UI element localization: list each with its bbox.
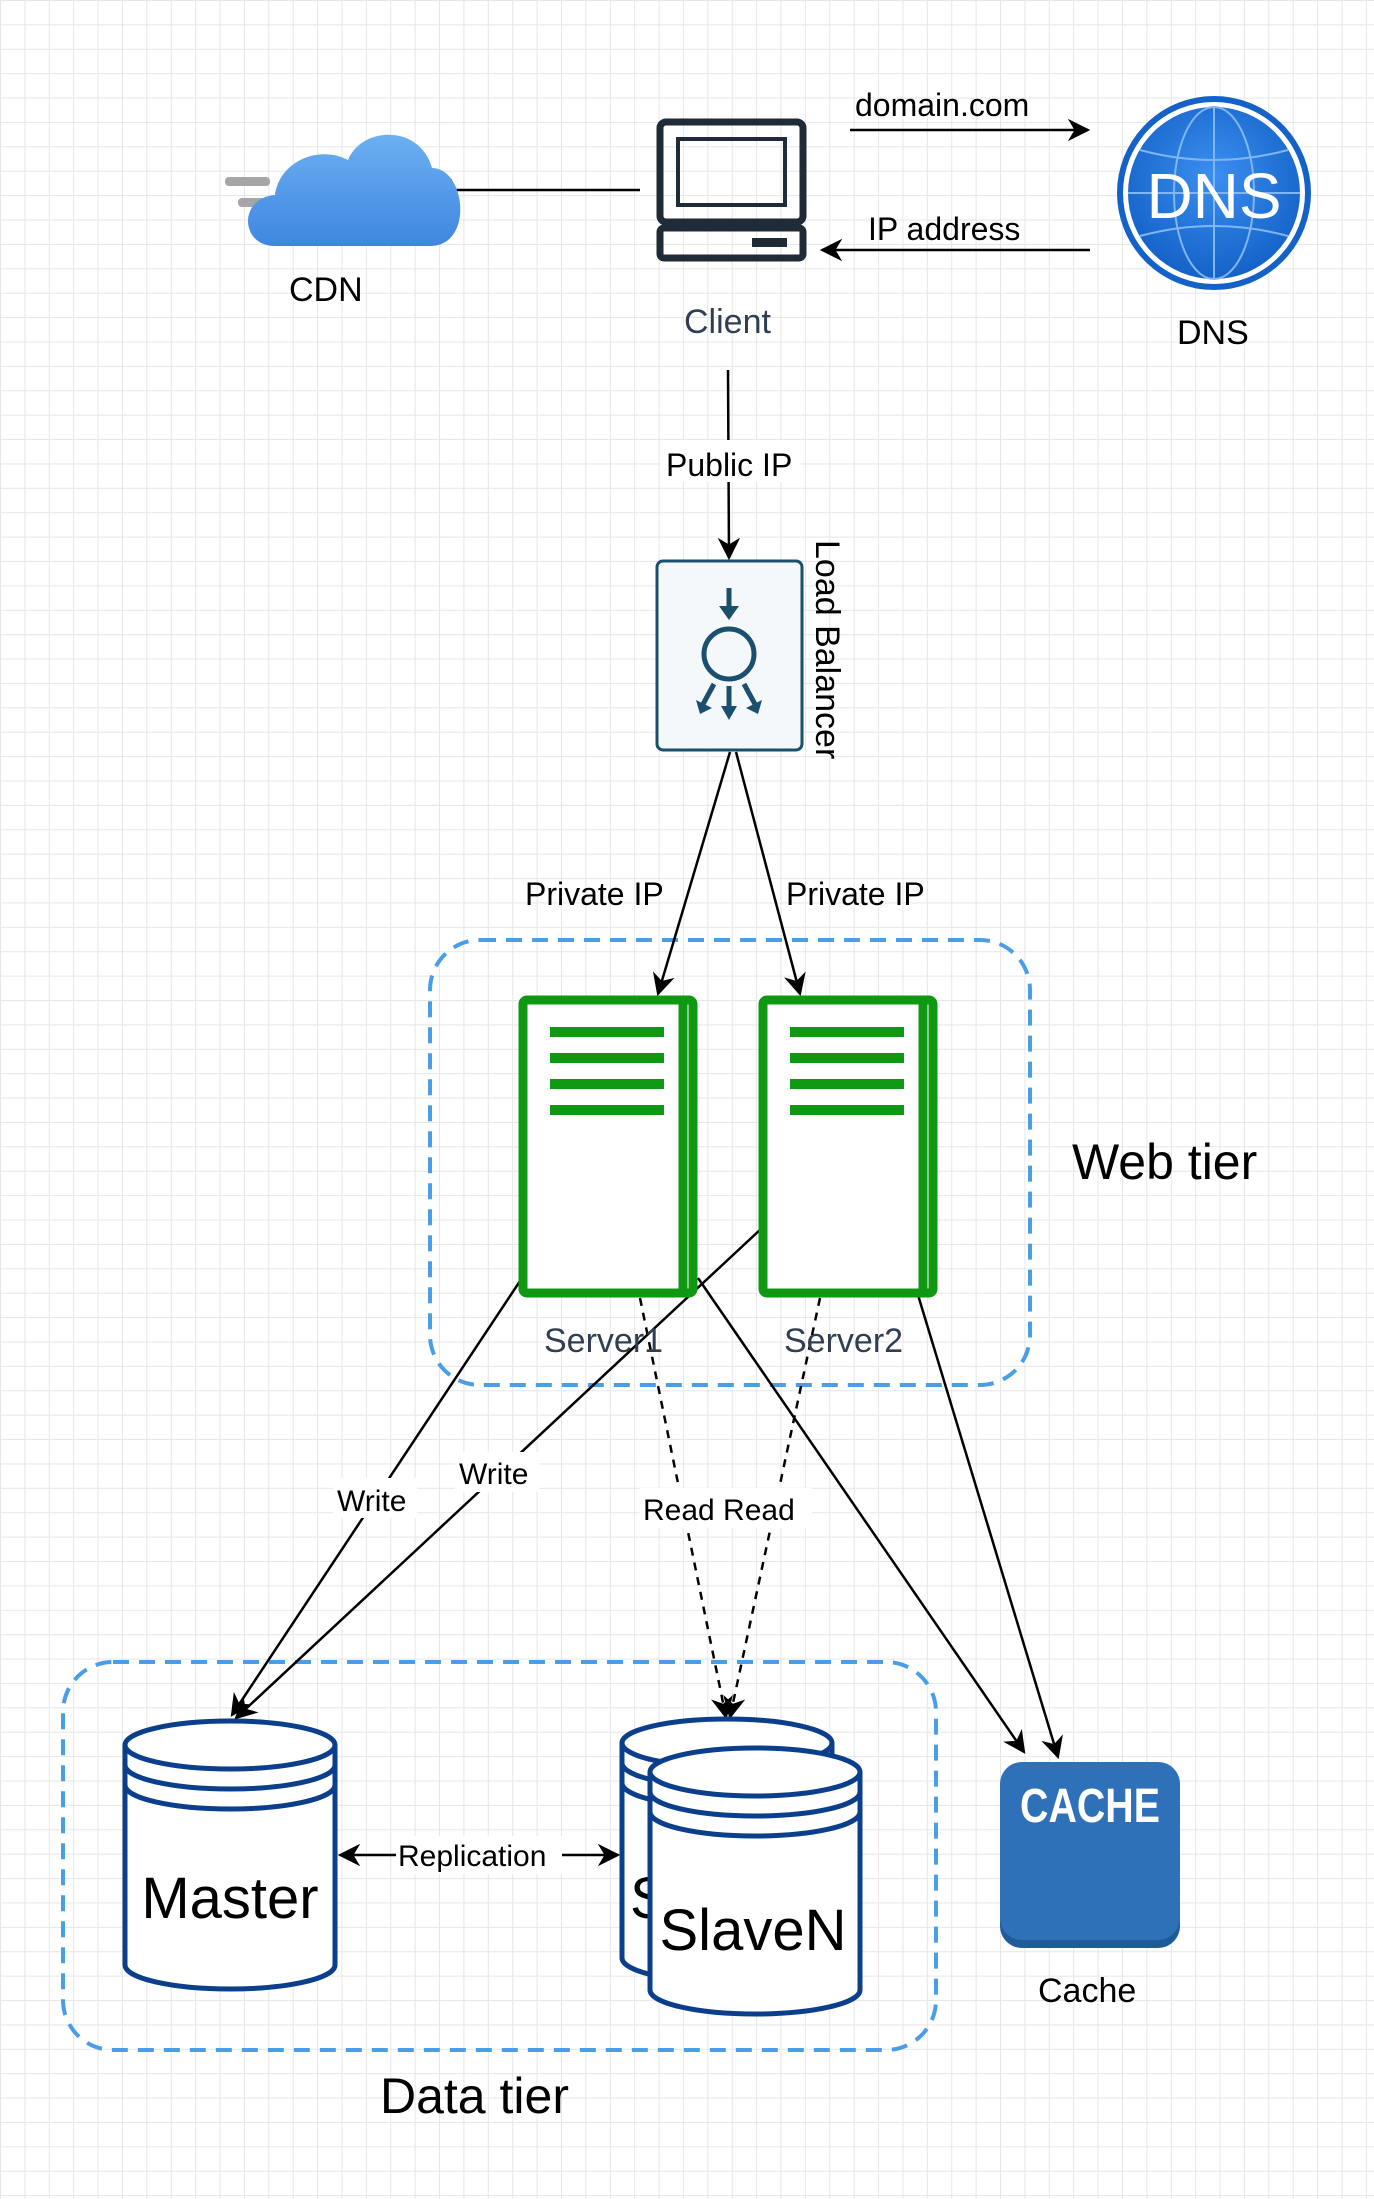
dns-badge-text: DNS (1146, 160, 1281, 232)
computer-icon (656, 118, 807, 262)
web-tier-label: Web tier (1072, 1134, 1257, 1190)
load-balancer-label: Load Balancer (808, 540, 846, 759)
data-tier-group (61, 1660, 938, 2052)
edge-label-private-ip-1: Private IP (525, 876, 664, 912)
server2-node[interactable]: Server2 (758, 995, 938, 1360)
server1-node[interactable]: Server1 (518, 995, 698, 1360)
globe-icon: DNS (1117, 96, 1311, 290)
slave-n-db-node[interactable]: SlaveN (647, 1745, 863, 2017)
edge-label-ip-address: IP address (868, 211, 1020, 247)
cache-badge-text: CACHE (1020, 1779, 1160, 1833)
edge-label-replication: Replication (398, 1840, 546, 1873)
client-label: Client (684, 303, 771, 341)
web-tier-group (428, 938, 1032, 1387)
server-icon (518, 995, 698, 1298)
cloud-icon (225, 134, 461, 246)
edge-label-write-1: Write (337, 1485, 406, 1518)
server-icon (758, 995, 938, 1298)
edge-label-reads: Read Read (643, 1494, 795, 1527)
dns-node[interactable]: DNS DNS (1117, 96, 1311, 352)
edge-label-write-2: Write (459, 1458, 528, 1491)
cache-icon: CACHE (1000, 1762, 1180, 1948)
master-label: Master (141, 1866, 318, 1931)
edge-label-private-ip-2: Private IP (786, 876, 925, 912)
load-balancer-node[interactable]: Load Balancer (655, 540, 846, 759)
dns-label: DNS (1177, 314, 1249, 352)
database-icon (122, 1718, 338, 1992)
server1-label: Server1 (544, 1322, 663, 1360)
edge-lb-server1 (652, 751, 732, 997)
cdn-label: CDN (289, 271, 363, 309)
edge-label-public-ip: Public IP (666, 447, 792, 483)
data-tier-label: Data tier (380, 2068, 569, 2124)
edge-server2-cache (916, 1294, 1063, 1760)
server2-label: Server2 (784, 1322, 903, 1360)
cache-node[interactable]: CACHE Cache (1000, 1762, 1180, 2010)
client-node[interactable]: Client (656, 118, 807, 341)
edge-lb-server2 (734, 751, 806, 997)
edge-label-domain: domain.com (855, 87, 1029, 123)
cdn-node[interactable]: CDN (225, 134, 461, 309)
edge-server1-cache (696, 1277, 1026, 1754)
load-balancer-icon (696, 588, 762, 720)
master-db-node[interactable]: Master (122, 1718, 338, 1992)
slave-n-label: SlaveN (660, 1898, 847, 1963)
database-icon (647, 1745, 863, 2017)
cache-label: Cache (1038, 1972, 1136, 2010)
